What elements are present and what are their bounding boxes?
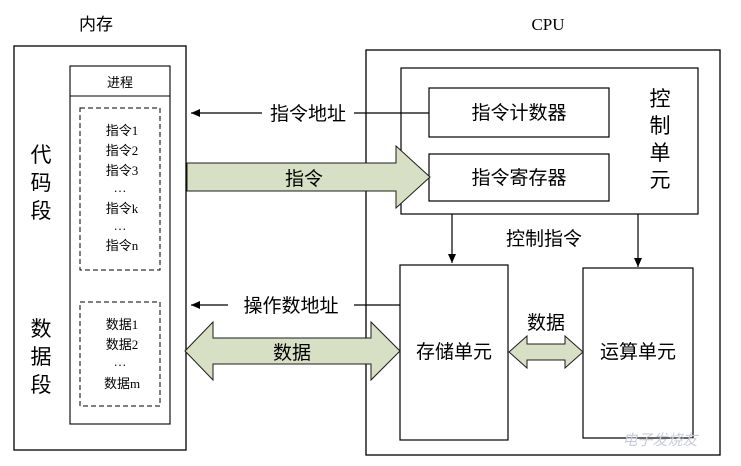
code-ellipsis-2: … [114, 218, 127, 233]
control-unit-label-4: 元 [650, 168, 671, 192]
cpu-box [365, 49, 721, 456]
control-unit-label-2: 制 [650, 114, 671, 138]
code-item-1: 指令1 [106, 123, 139, 138]
storage-unit-label: 存储单元 [416, 341, 492, 363]
code-item-2: 指令2 [106, 143, 139, 158]
operand-address-label-bg [228, 292, 354, 318]
code-segment-label-2: 码 [31, 171, 52, 195]
data-segment-label-3: 段 [31, 373, 52, 397]
data-transfer-arrow [184, 320, 401, 382]
code-item-3: 指令3 [106, 163, 139, 178]
code-item-k: 指令k [106, 201, 139, 216]
data-segment-box [79, 301, 161, 407]
control-unit-label-1: 控 [650, 87, 671, 111]
storage-unit-box [399, 264, 509, 441]
instruction-arrow [186, 144, 431, 210]
data-ellipsis: … [114, 354, 127, 369]
control-unit-label-3: 单 [650, 141, 671, 165]
process-box [69, 65, 171, 425]
process-label: 进程 [107, 75, 133, 90]
internal-data-label: 数据 [527, 312, 565, 334]
data-item-1: 数据1 [106, 317, 139, 332]
control-unit-box [400, 67, 699, 215]
watermark-logo: 电子发烧友 [622, 431, 699, 449]
code-ellipsis-1: … [114, 180, 127, 195]
internal-data-arrow [508, 334, 584, 370]
data-item-m: 数据m [104, 376, 140, 391]
instruction-label: 指令 [285, 168, 323, 190]
data-segment-label-1: 数 [31, 317, 52, 341]
data-transfer-label: 数据 [273, 342, 311, 364]
operand-address-label: 操作数地址 [243, 295, 338, 317]
code-segment-box [79, 107, 161, 271]
instruction-address-label-bg [262, 100, 354, 126]
cpu-title: CPU [531, 15, 564, 34]
data-item-2: 数据2 [106, 337, 139, 352]
code-segment-label-1: 代 [31, 143, 52, 167]
memory-box [13, 45, 187, 451]
program-counter-label: 指令计数器 [471, 102, 566, 124]
code-item-n: 指令n [106, 238, 139, 253]
data-segment-label-2: 据 [31, 345, 52, 369]
memory-title: 内存 [79, 15, 113, 34]
alu-label: 运算单元 [600, 341, 676, 363]
control-signal-label: 控制指令 [506, 228, 582, 250]
instruction-address-label: 指令地址 [270, 103, 346, 125]
alu-box [582, 267, 694, 439]
code-segment-label-3: 段 [31, 199, 52, 223]
instruction-register-label: 指令寄存器 [471, 167, 566, 189]
